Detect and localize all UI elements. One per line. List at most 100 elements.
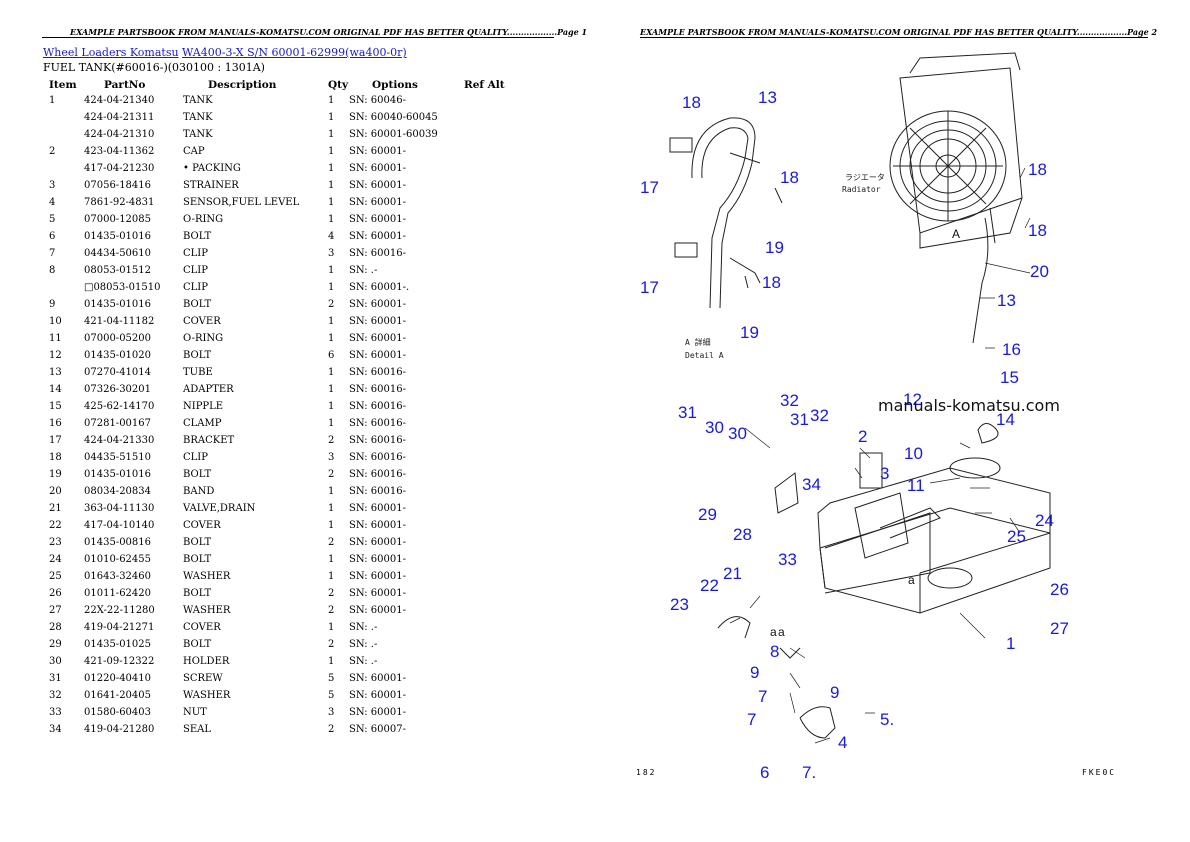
cell-qty: 1 <box>328 214 335 225</box>
callout-number: 19 <box>765 238 784 257</box>
cell-ref-alt <box>464 262 514 279</box>
cell-qty: 1 <box>328 554 335 565</box>
cell-description: BOLT <box>183 588 212 599</box>
cell-ref-alt <box>464 398 514 415</box>
cell-options: SN: 60001- <box>349 180 406 191</box>
cell-ref-alt <box>464 245 514 262</box>
cell-description: COVER <box>183 520 221 531</box>
callout-number: 20 <box>1030 262 1049 281</box>
cell-options: SN: 60001- <box>349 588 406 599</box>
cell-item: 31 <box>49 673 62 684</box>
cell-ref-alt <box>464 194 514 211</box>
cell-options: SN: 60001- <box>349 554 406 565</box>
callout-number: 18 <box>762 273 781 292</box>
cell-options: SN: 60001- <box>349 197 406 208</box>
cell-partno: 7861-92-4831 <box>84 197 155 208</box>
cell-qty: 1 <box>328 571 335 582</box>
cell-options: SN: 60001- <box>349 605 406 616</box>
column-header-options: Options <box>372 78 418 91</box>
cell-ref-alt <box>464 704 514 721</box>
fuel-tank-drawing <box>717 423 1051 739</box>
cell-item: 22 <box>49 520 62 531</box>
cell-options: SN: 60001- <box>349 520 406 531</box>
cell-description: BOLT <box>183 537 212 548</box>
breadcrumb-link-model[interactable]: WA400-3-X S/N 60001-62999(wa400-0r) <box>182 46 407 59</box>
cell-description: TANK <box>183 129 213 140</box>
cell-partno: 07056-18416 <box>84 180 152 191</box>
cell-options: SN: 60001- <box>349 690 406 701</box>
cell-item <box>43 109 84 126</box>
callout-number: 26 <box>1050 580 1069 599</box>
cell-item: 30 <box>49 656 62 667</box>
cell-partno: 04435-51510 <box>84 452 152 463</box>
cell-item: 17 <box>49 435 62 446</box>
cell-qty: 1 <box>328 129 335 140</box>
cell-options: SN: 60001-60039 <box>349 129 438 140</box>
radiator-label-jp: ラジエータ <box>845 173 885 182</box>
cell-options: SN: 60001- <box>349 571 406 582</box>
cell-ref-alt <box>464 636 514 653</box>
cell-partno: 01011-62420 <box>84 588 152 599</box>
cell-item: 32 <box>49 690 62 701</box>
cell-partno: 01435-01025 <box>84 639 152 650</box>
cell-ref-alt <box>464 568 514 585</box>
cell-options: SN: 60001- <box>349 299 406 310</box>
cell-qty: 1 <box>328 333 335 344</box>
cell-options: SN: 60001-. <box>349 282 410 293</box>
cell-options: SN: 60016- <box>349 486 406 497</box>
callout-number: 30 <box>705 418 724 437</box>
cell-ref-alt <box>464 483 514 500</box>
cell-description: CLAMP <box>183 418 222 429</box>
cell-partno: 419-04-21280 <box>84 724 155 735</box>
cell-description: TUBE <box>183 367 213 378</box>
callout-number: a <box>778 625 785 639</box>
cell-item: 11 <box>49 333 62 344</box>
cell-description: WASHER <box>183 605 231 616</box>
radiator-drawing <box>889 52 1023 344</box>
cell-partno: 01435-00816 <box>84 537 152 548</box>
cell-ref-alt <box>464 466 514 483</box>
cell-ref-alt <box>464 381 514 398</box>
cell-item: 24 <box>49 554 62 565</box>
cell-description: SENSOR,FUEL LEVEL <box>183 197 300 208</box>
cell-description: O-RING <box>183 333 224 344</box>
callout-number: 16 <box>1002 340 1021 359</box>
callout-number: 30 <box>728 424 747 443</box>
cell-qty: 2 <box>328 299 335 310</box>
cell-partno: 424-04-21330 <box>84 435 155 446</box>
callout-number: 27 <box>1050 619 1069 638</box>
cell-item: 14 <box>49 384 62 395</box>
cell-ref-alt <box>464 653 514 670</box>
callout-number: 2 <box>858 427 867 446</box>
cell-item: 33 <box>49 707 62 718</box>
callout-number: 28 <box>733 525 752 544</box>
breadcrumb-link-wheel-loaders[interactable]: Wheel Loaders Komatsu <box>43 46 179 59</box>
cell-description: ADAPTER <box>183 384 234 395</box>
cell-partno: 421-09-12322 <box>84 656 155 667</box>
callout-number: 32 <box>780 391 799 410</box>
cell-qty: 1 <box>328 163 335 174</box>
callout-number: 34 <box>802 475 821 494</box>
cell-qty: 1 <box>328 146 335 157</box>
detail-a-label-jp: A 詳細 <box>685 337 711 347</box>
callout-number: 6 <box>760 763 769 782</box>
cell-ref-alt <box>464 279 514 296</box>
cell-description: BOLT <box>183 231 212 242</box>
cell-ref-alt <box>464 602 514 619</box>
cell-qty: 2 <box>328 639 335 650</box>
cell-description: NIPPLE <box>183 401 224 412</box>
callout-number: 3 <box>880 464 889 483</box>
cell-qty: 3 <box>328 707 335 718</box>
cell-partno: 08053-01512 <box>84 265 152 276</box>
